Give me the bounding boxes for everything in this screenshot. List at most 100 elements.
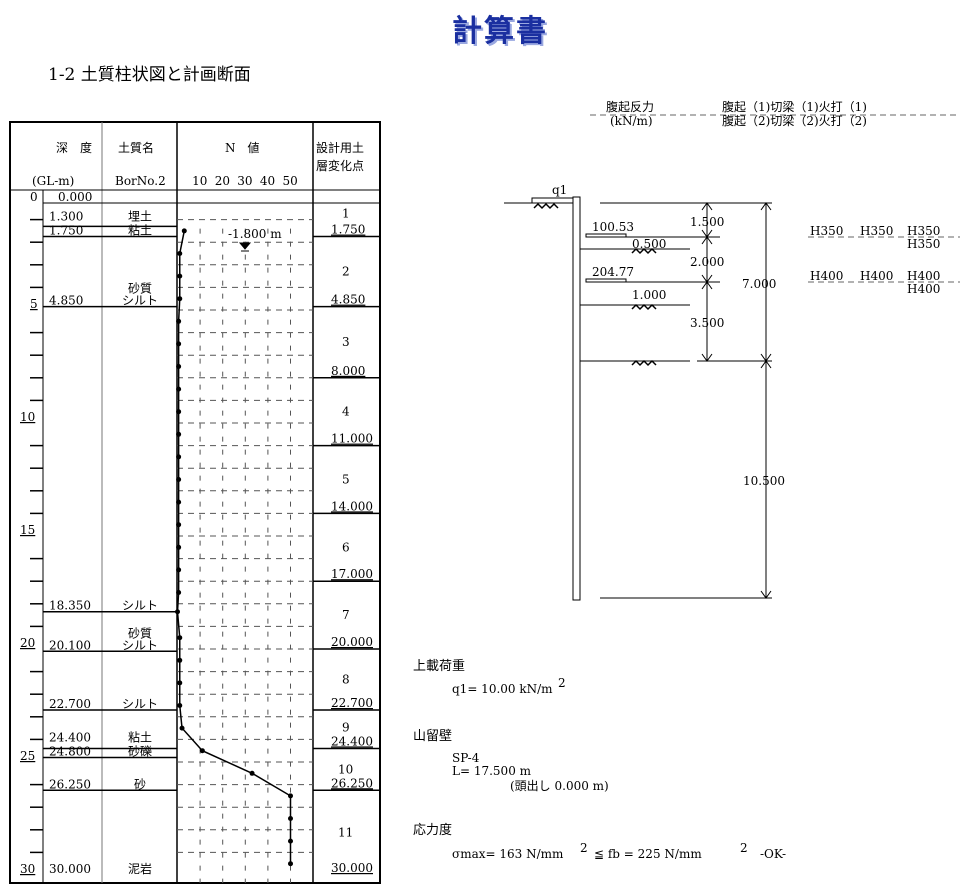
n-axis-tick: 10 xyxy=(192,174,207,188)
design-layer-number: 5 xyxy=(342,473,350,487)
member-strut-1: H350 xyxy=(860,224,893,238)
layer-soil-name: 泥岩 xyxy=(128,861,152,876)
design-depth: 11.000 xyxy=(331,432,373,446)
n-value-point xyxy=(176,477,182,482)
design-layer-number: 11 xyxy=(338,826,353,840)
boring-table-frame xyxy=(9,121,381,884)
n-value-point xyxy=(177,703,183,708)
wall-type: SP-4 xyxy=(452,751,480,765)
dim-7000: 7.000 xyxy=(742,277,776,291)
layer-depth: 20.100 xyxy=(49,638,91,652)
dim-0500: 0.500 xyxy=(632,237,666,251)
load-title: 上載荷重 xyxy=(413,658,465,674)
wall-title: 山留壁 xyxy=(413,729,452,744)
member-strut-2: H400 xyxy=(860,269,893,283)
n-value-point xyxy=(176,522,182,528)
layer-depth: 26.250 xyxy=(49,777,91,791)
design-depth: 17.000 xyxy=(331,567,373,581)
design-depth: 4.850 xyxy=(331,293,365,307)
n-value-point xyxy=(176,567,182,573)
member-brace-1: H350 xyxy=(907,224,940,238)
layer-soil-name: 砂 xyxy=(134,777,146,791)
n-value-point xyxy=(177,635,183,641)
n-value-point xyxy=(176,454,182,460)
n-value-point xyxy=(176,386,182,392)
n-value-point xyxy=(175,609,180,615)
layer-soil-name: シルト xyxy=(122,599,158,613)
member-waler-1: H350 xyxy=(810,224,843,238)
design-layer-number: 4 xyxy=(342,405,350,419)
stress-allow: ≦ fb = 225 N/mm xyxy=(594,847,702,861)
layer-depth: 18.350 xyxy=(49,599,91,613)
n-value-point xyxy=(288,838,293,844)
depth-value-0: 0.000 xyxy=(58,190,92,204)
layer-soil-name: 埋土 xyxy=(128,210,152,224)
layer-depth: 22.700 xyxy=(49,697,91,711)
layer-soil-name: 砂礫 xyxy=(128,743,152,758)
n-value-point xyxy=(176,364,182,369)
n-value-point xyxy=(176,544,182,550)
load-value: q1= 10.00 kN/m xyxy=(452,682,553,696)
depth-label: 5 xyxy=(30,297,38,311)
header-design-1: 設計用土 xyxy=(316,140,364,155)
layer-soil-name: 粘土 xyxy=(128,729,152,744)
design-layer-number: 8 xyxy=(342,673,350,687)
layer-depth: 1.750 xyxy=(49,224,83,238)
layer-soil-name: シルト xyxy=(122,294,158,308)
header-depth-unit: (GL-m) xyxy=(32,174,74,188)
header-soil: 土質名 xyxy=(118,140,154,155)
n-axis-tick: 30 xyxy=(237,174,252,188)
design-layer-number: 10 xyxy=(338,762,353,776)
wall-length: L= 17.500 m xyxy=(452,764,532,778)
design-layer-number: 3 xyxy=(342,335,350,349)
header-boring: BorNo.2 xyxy=(115,174,166,188)
depth-label: 30 xyxy=(20,862,35,876)
stress-ok: -OK- xyxy=(760,847,786,861)
stress-title: 応力度 xyxy=(413,822,452,838)
layer-soil-name: 砂質 xyxy=(128,281,152,296)
layer-soil-name: 砂質 xyxy=(128,625,152,640)
depth-label: 25 xyxy=(20,749,35,763)
n-value-point xyxy=(177,296,183,302)
design-depth: 22.700 xyxy=(331,696,373,710)
dim-1000: 1.000 xyxy=(632,288,666,302)
n-value-point xyxy=(249,770,255,776)
design-layer-number: 9 xyxy=(342,720,350,734)
member-brace-2b: H400 xyxy=(907,282,940,296)
stress-max: σmax= 163 N/mm xyxy=(452,847,564,861)
stress-sup-1: 2 xyxy=(580,841,588,855)
member-header-2: 腹起（2)切梁（2)火打（2) xyxy=(722,113,867,128)
n-value-point xyxy=(177,680,183,686)
n-value-point xyxy=(176,409,182,415)
depth-label-0: 0 xyxy=(30,190,38,204)
design-layer-number: 7 xyxy=(342,608,350,622)
n-value-line xyxy=(176,230,292,864)
stress-sup-2: 2 xyxy=(740,841,748,855)
n-axis-tick: 40 xyxy=(260,174,275,188)
n-value-point xyxy=(181,228,187,234)
depth-label: 10 xyxy=(20,410,35,424)
surcharge-label: q1 xyxy=(552,183,567,197)
design-depth: 24.400 xyxy=(331,734,373,748)
reaction-unit: (kN/m) xyxy=(610,114,653,128)
n-axis-tick: 20 xyxy=(215,174,230,188)
n-value-point xyxy=(177,657,183,663)
design-depth: 14.000 xyxy=(331,499,373,513)
layer-soil-name: シルト xyxy=(122,697,158,711)
layer-depth: 24.400 xyxy=(49,730,91,744)
n-value-point xyxy=(176,318,182,324)
dim-3500: 3.500 xyxy=(690,316,724,330)
n-value-point xyxy=(288,793,293,799)
layer-depth: 1.300 xyxy=(49,210,83,224)
layer-depth: 4.850 xyxy=(49,294,83,308)
n-value-point xyxy=(288,861,293,867)
member-brace-2: H400 xyxy=(907,269,940,283)
header-design-2: 層変化点 xyxy=(316,158,364,173)
n-value-point xyxy=(179,725,185,731)
water-level-icon xyxy=(238,242,252,252)
n-value-point xyxy=(199,748,205,754)
design-layer-number: 6 xyxy=(342,540,350,554)
design-layer-number: 1 xyxy=(342,207,350,221)
depth-label: 15 xyxy=(20,523,35,537)
